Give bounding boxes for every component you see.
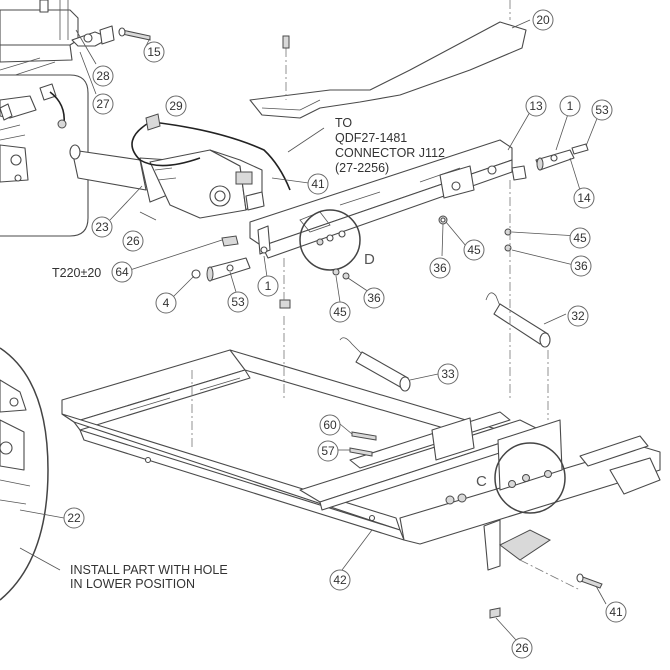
svg-text:42: 42: [333, 573, 347, 587]
callout-45-center: 45: [463, 239, 485, 261]
svg-text:53: 53: [231, 295, 245, 309]
callout-60: 60: [319, 414, 341, 436]
svg-text:57: 57: [321, 444, 335, 458]
callout-22: 22: [63, 507, 85, 529]
callout-33: 33: [437, 363, 459, 385]
svg-text:4: 4: [163, 296, 170, 310]
svg-text:36: 36: [574, 259, 588, 273]
bolts-60-57: [349, 431, 377, 457]
svg-text:36: 36: [367, 291, 381, 305]
actuator-motor-23: [69, 144, 265, 219]
spring-part-33: [339, 337, 411, 392]
wire-harness: [131, 113, 291, 191]
pin-part-15: [118, 27, 151, 47]
center-mount-bracket: [249, 139, 513, 259]
callout-29: 29: [165, 95, 187, 117]
svg-text:27: 27: [96, 97, 110, 111]
svg-text:20: 20: [536, 13, 550, 27]
install-note: INSTALL PART WITH HOLE IN LOWER POSITION: [70, 563, 228, 591]
callout-4: 4: [155, 292, 177, 314]
svg-text:26: 26: [126, 234, 140, 248]
install-note-line1: INSTALL PART WITH HOLE: [70, 563, 228, 577]
callout-45-right: 45: [569, 227, 591, 249]
pivot-link-hardware: [438, 143, 589, 252]
upper-left-frame: [0, 0, 115, 81]
svg-text:28: 28: [96, 69, 110, 83]
detail-c-label: C: [476, 473, 487, 490]
svg-text:53: 53: [595, 103, 609, 117]
leader-lines: [19, 19, 607, 641]
svg-text:26: 26: [515, 641, 529, 655]
svg-text:1: 1: [265, 279, 272, 293]
svg-text:45: 45: [573, 231, 587, 245]
svg-text:60: 60: [323, 418, 337, 432]
svg-text:23: 23: [95, 220, 109, 234]
note-part-number: QDF27-1481: [335, 131, 407, 145]
svg-text:45: 45: [333, 305, 347, 319]
svg-text:14: 14: [577, 191, 591, 205]
callout-53-lower: 53: [227, 291, 249, 313]
svg-text:41: 41: [311, 177, 325, 191]
torque-spec: T220±20: [52, 266, 101, 280]
callout-26-upper: 26: [122, 230, 144, 252]
detail-d-zone: [299, 209, 361, 280]
callout-20: 20: [532, 9, 554, 31]
callout-41-upper: 41: [307, 173, 329, 195]
svg-text:64: 64: [115, 265, 129, 279]
callout-23: 23: [91, 216, 113, 238]
svg-text:45: 45: [467, 243, 481, 257]
svg-text:33: 33: [441, 367, 455, 381]
install-note-line2: IN LOWER POSITION: [70, 577, 195, 591]
callout-14: 14: [573, 187, 595, 209]
callout-1-upper: 1: [559, 95, 581, 117]
detail-c-zone: [445, 442, 566, 514]
note-to: TO: [335, 116, 352, 130]
callout-41-lower: 41: [605, 601, 627, 623]
svg-text:15: 15: [147, 45, 161, 59]
svg-text:22: 22: [67, 511, 81, 525]
svg-text:29: 29: [169, 99, 183, 113]
detail-inset-panel: [0, 74, 89, 237]
connector-note: TO QDF27-1481 CONNECTOR J112 (27-2256): [335, 116, 445, 175]
svg-text:13: 13: [529, 99, 543, 113]
callout-26-lower: 26: [511, 637, 533, 659]
callout-64: 64: [111, 261, 133, 283]
note-connector: CONNECTOR J112: [335, 146, 445, 160]
callout-42: 42: [329, 569, 351, 591]
callout-36-right: 36: [570, 255, 592, 277]
main-lower-frame: [61, 0, 661, 591]
callout-15: 15: [143, 41, 165, 63]
callout-13: 13: [525, 95, 547, 117]
svg-text:32: 32: [571, 309, 585, 323]
callout-28: 28: [92, 65, 114, 87]
callout-27: 27: [92, 93, 114, 115]
spring-part-32: [485, 292, 551, 348]
pin-part-41-lower: [489, 573, 603, 619]
callout-32: 32: [567, 305, 589, 327]
detail-d-label: D: [364, 251, 375, 268]
callout-57: 57: [317, 440, 339, 462]
wheel-assembly-22: [0, 347, 49, 601]
callout-45-lower: 45: [329, 301, 351, 323]
callout-36-lower: 36: [363, 287, 385, 309]
svg-text:36: 36: [433, 261, 447, 275]
callout-1-lower: 1: [257, 275, 279, 297]
callout-53-upper: 53: [591, 99, 613, 121]
callout-36-center: 36: [429, 257, 451, 279]
note-connector-ref: (27-2256): [335, 161, 389, 175]
svg-text:1: 1: [567, 99, 574, 113]
svg-text:41: 41: [609, 605, 623, 619]
panel-part-20: [249, 21, 527, 119]
